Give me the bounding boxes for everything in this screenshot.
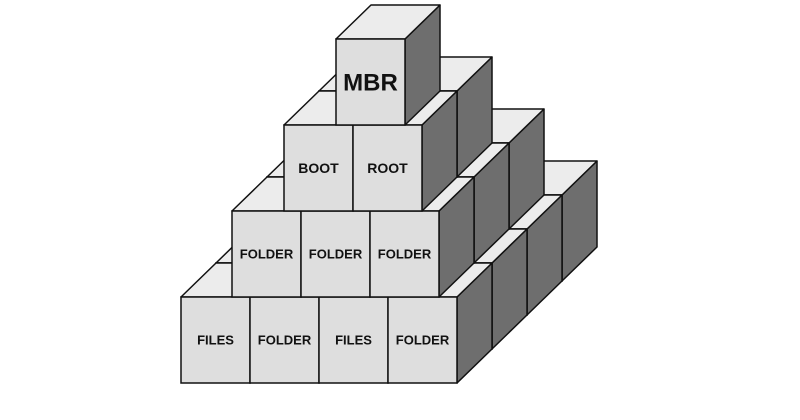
block-front-face (335, 38, 406, 126)
block-label: FOLDER (378, 247, 432, 262)
block-label: FILES (335, 333, 372, 348)
block-front-face (369, 210, 440, 298)
block-front-face (180, 296, 251, 384)
block-front-face (283, 124, 354, 212)
block-label: FILES (197, 333, 234, 348)
block-label: FOLDER (396, 333, 450, 348)
block-label: FOLDER (258, 333, 312, 348)
block-label: MBR (343, 70, 398, 97)
block-label: FOLDER (309, 247, 363, 262)
block-label: BOOT (298, 160, 339, 176)
block-front-face (231, 210, 302, 298)
block-mbr: MBR (335, 4, 441, 126)
block-front-face (352, 124, 423, 212)
block-label: ROOT (367, 160, 408, 176)
block-label: FOLDER (240, 247, 294, 262)
